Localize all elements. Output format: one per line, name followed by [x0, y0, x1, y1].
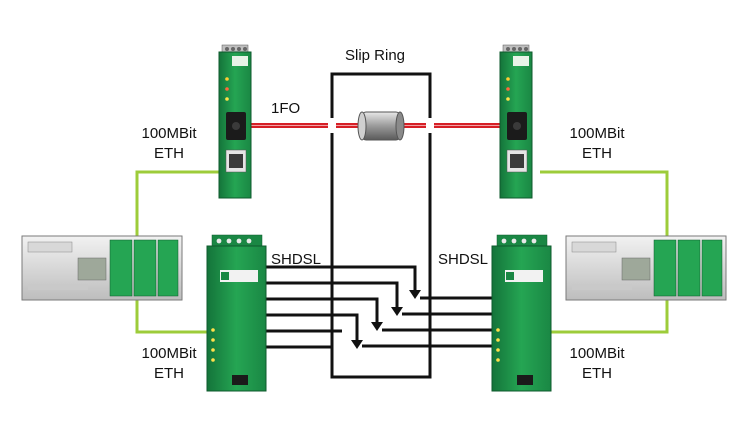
eth-bottom-right-speed: 100MBit [569, 345, 625, 362]
ethernet-cables [135, 170, 669, 334]
shdsl-wires [266, 265, 497, 349]
shdsl-brush-contacts [351, 290, 421, 349]
right-plc-controller-icon [565, 235, 727, 301]
right-media-converter-icon [499, 44, 533, 199]
left-plc-controller-icon [21, 235, 183, 301]
eth-cable-bottom-right [545, 300, 669, 334]
eth-top-right-label: ETH [582, 145, 612, 162]
eth-top-right-speed: 100MBit [569, 125, 625, 142]
eth-cable-top-left [135, 170, 228, 236]
right-shdsl-extender-icon [491, 234, 552, 392]
shdsl-right-label: SHDSL [438, 251, 489, 268]
slip-ring-frame [330, 72, 432, 379]
eth-top-left-speed: 100MBit [141, 125, 197, 142]
eth-cable-bottom-left [135, 300, 208, 334]
shdsl-left-label: SHDSL [271, 251, 322, 268]
eth-bottom-right-label: ETH [582, 365, 612, 382]
eth-bottom-left-label: ETH [154, 365, 184, 382]
eth-bottom-left-speed: 100MBit [141, 345, 197, 362]
fiber-label: 1FO [271, 100, 301, 117]
left-media-converter-icon [218, 44, 252, 199]
left-shdsl-extender-icon [206, 234, 267, 392]
slip-ring-cylinder-icon [357, 111, 405, 141]
eth-top-left-label: ETH [154, 145, 184, 162]
eth-cable-top-right [540, 170, 669, 236]
slip-ring-label: Slip Ring [345, 47, 406, 64]
